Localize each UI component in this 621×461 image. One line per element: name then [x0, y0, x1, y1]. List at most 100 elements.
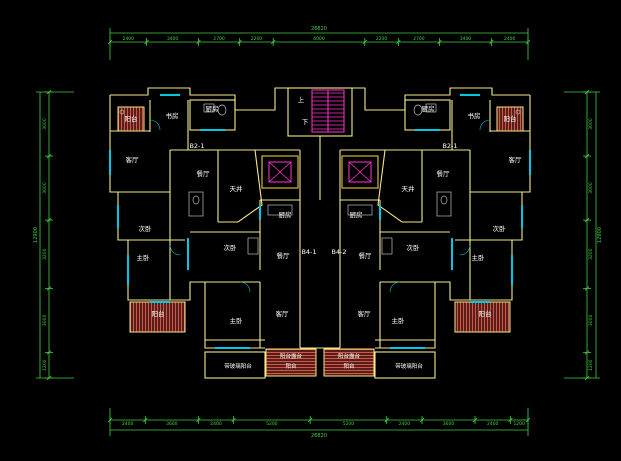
- label-living-c-right: 客厅: [358, 309, 372, 318]
- bottom-dim-slash: [508, 417, 513, 423]
- label-master-right: 主卧: [472, 253, 486, 262]
- top-dim-slash: [489, 39, 494, 45]
- label-balcony-br: 阳台: [479, 309, 492, 318]
- top-overall-dimension: 26820: [311, 26, 327, 32]
- right-dim-label: 1200: [588, 359, 594, 371]
- left-dim-label: 1200: [42, 359, 48, 371]
- top-dim-slash: [144, 39, 149, 45]
- label-second-bed-c-left: 次卧: [224, 243, 238, 252]
- label-dining-right: 餐厅: [437, 169, 451, 178]
- bottom-dim-label: 1200: [513, 421, 525, 427]
- left-dim-slash: [46, 89, 52, 95]
- door-swings: [149, 119, 491, 293]
- windows: [109, 94, 531, 349]
- bottom-dim-label: 2400: [122, 421, 134, 427]
- right-dimension-ticks: 3000 3000 3200 3000 1200: [583, 89, 594, 381]
- bottom-dim-label: 2400: [399, 421, 411, 427]
- label-patio-left: 天井: [230, 184, 244, 193]
- elevator-shafts: [261, 155, 379, 189]
- right-dim-slash: [584, 286, 590, 291]
- top-dim-slash: [270, 39, 276, 45]
- top-dim-label: 3400: [460, 36, 472, 42]
- label-bay-right: 带玻璃阳台: [395, 362, 423, 370]
- label-bay-left: 带玻璃阳台: [224, 362, 252, 370]
- left-dim-label: 3000: [42, 118, 48, 130]
- right-dim-label: 3000: [588, 118, 594, 130]
- right-dim-label: 3200: [588, 248, 594, 260]
- bottom-dim-slash: [472, 417, 478, 423]
- bottom-dim-label: 3600: [443, 421, 455, 427]
- right-dim-slash: [584, 153, 590, 159]
- top-dim-slash: [237, 39, 242, 45]
- top-dim-label: 2200: [376, 36, 388, 42]
- label-bal-mid-right-b: 阳台: [343, 362, 355, 370]
- left-dim-label: 3000: [42, 315, 48, 327]
- label-living-c-left: 客厅: [276, 309, 290, 318]
- unit-tag-d: B4-2: [331, 248, 346, 256]
- right-dim-slash: [584, 217, 590, 223]
- top-dim-label: 2200: [251, 36, 263, 42]
- label-stair-up: 上: [298, 95, 305, 104]
- bottom-overall-dimension: 26820: [311, 433, 327, 439]
- left-dim-label: 3200: [42, 248, 48, 260]
- left-dim-slash: [46, 286, 52, 291]
- walls: [109, 87, 531, 379]
- label-kitchen-mid-right: 厨房: [350, 210, 363, 219]
- top-dim-slash: [396, 39, 401, 45]
- bottom-dim-label: 5200: [266, 421, 278, 427]
- top-dim-slash: [196, 39, 201, 45]
- left-dim-slash: [46, 375, 52, 381]
- top-dim-slash: [362, 39, 368, 45]
- label-kitchen-mid-left: 厨房: [279, 210, 292, 219]
- label-bal-mid-left-a: 阳台露台: [280, 352, 303, 360]
- label-dining-c-left: 餐厅: [277, 251, 291, 260]
- label-balcony-tl: 阳台: [125, 114, 138, 123]
- label-second-bed-c-right: 次卧: [407, 243, 421, 252]
- label-second-bed-left: 次卧: [139, 224, 153, 233]
- label-patio-right: 天井: [402, 184, 416, 193]
- left-dim-slash: [46, 153, 52, 159]
- label-master-c-left: 主卧: [230, 316, 244, 325]
- top-dim-slash: [525, 39, 531, 45]
- bottom-dim-label: 2400: [487, 421, 499, 427]
- label-living-right: 客厅: [509, 155, 523, 164]
- label-living-left: 客厅: [126, 155, 140, 164]
- unit-tag-a: B2-1: [189, 142, 204, 150]
- staircase: [311, 89, 345, 133]
- label-balcony-tr: 阳台: [504, 114, 517, 123]
- right-overall-dimension: 12900: [597, 227, 603, 243]
- label-dining-left: 餐厅: [197, 169, 211, 178]
- left-dim-slash: [46, 217, 52, 223]
- unit-tag-b: B2-1: [442, 142, 457, 150]
- top-dim-label: 2400: [504, 36, 516, 42]
- label-stair-down: 下: [302, 118, 309, 126]
- label-kitchen-top-left: 厨房: [206, 104, 219, 113]
- right-dim-slash: [584, 350, 590, 355]
- right-dim-label: 3000: [588, 315, 594, 327]
- unit-tag-c: B4-1: [301, 248, 316, 256]
- right-dim-label: 3000: [588, 182, 594, 194]
- label-bal-mid-left-b: 阳台: [285, 362, 297, 370]
- top-dim-label: 3400: [167, 36, 179, 42]
- top-dim-label: 2700: [413, 36, 425, 42]
- top-dimension-ticks: 2400 3400 2700 2200 6000 2200 2700 3400 2400: [107, 36, 531, 46]
- top-dim-label: 2700: [213, 36, 225, 42]
- room-labels: 上 下 厨房 厨房 书房 书房 阳台 阳台 B2-1 B2-1 客厅 客厅 餐厅…: [125, 95, 523, 370]
- label-second-bed-right: 次卧: [493, 224, 507, 233]
- label-dining-c-right: 餐厅: [359, 251, 373, 260]
- bottom-dim-slash: [307, 417, 313, 423]
- label-study-left: 书房: [166, 111, 179, 120]
- bottom-dim-slash: [107, 417, 113, 423]
- left-dim-slash: [46, 350, 52, 355]
- top-dim-slash: [107, 39, 113, 45]
- top-dim-label: 2400: [123, 36, 135, 42]
- label-bal-mid-right-a: 阳台露台: [338, 352, 361, 360]
- right-dim-slash: [584, 89, 590, 95]
- bottom-dim-label: 2400: [210, 421, 222, 427]
- top-dim-slash: [437, 39, 442, 45]
- left-overall-dimension: 12900: [33, 227, 39, 243]
- top-dim-label: 6000: [313, 36, 325, 42]
